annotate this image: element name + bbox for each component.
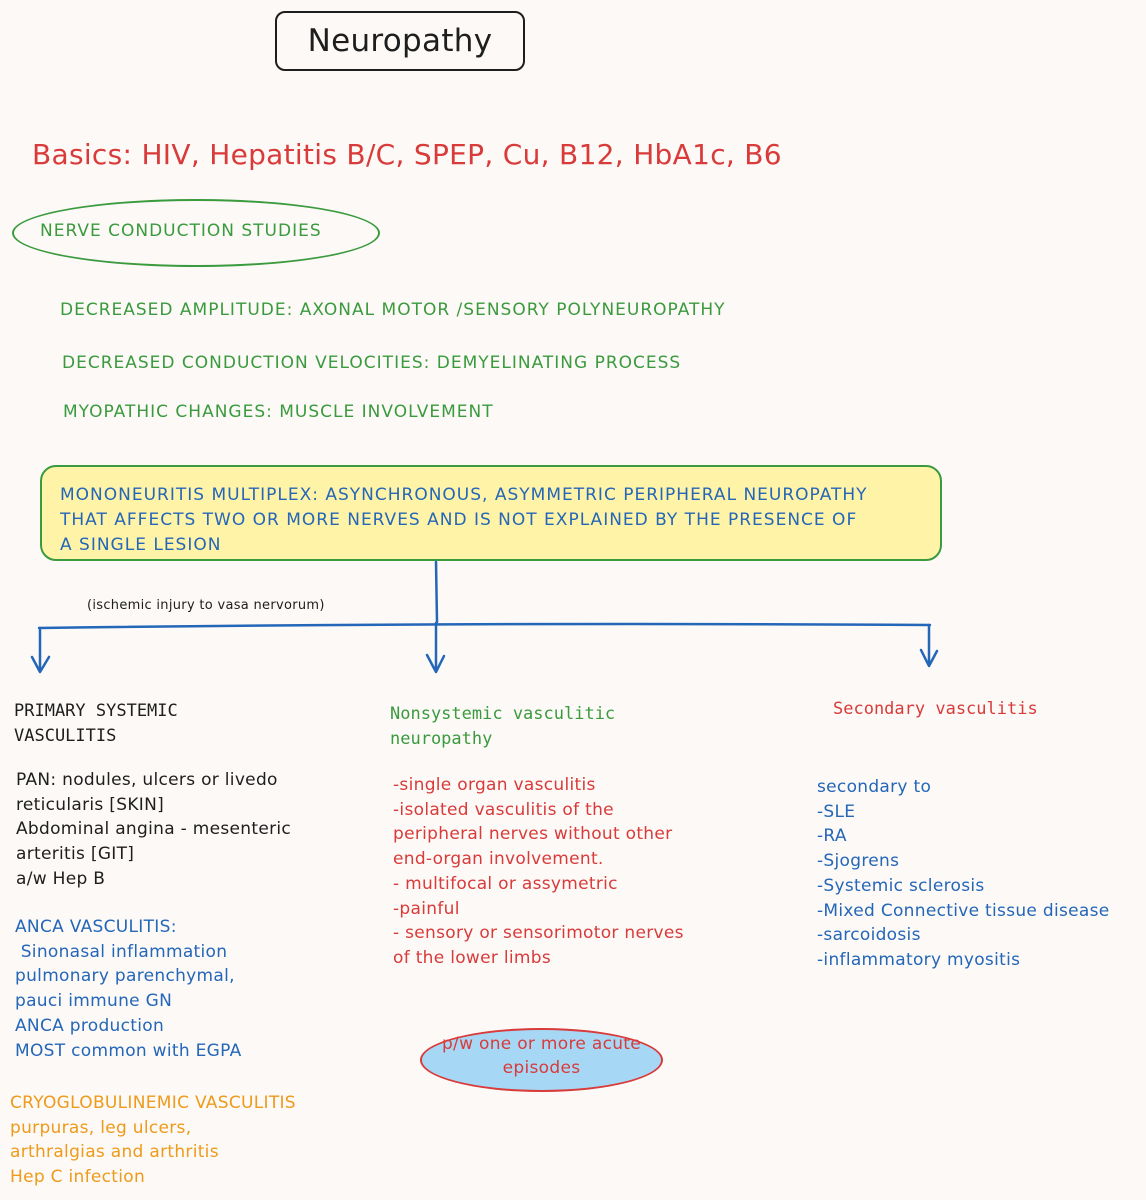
- pan-line: a/w Hep B: [16, 868, 106, 889]
- cryo-line: CRYOGLOBULINEMIC VASCULITIS: [10, 1093, 296, 1113]
- ncs-line-amplitude: DECREASED AMPLITUDE: AXONAL MOTOR /SENSO…: [60, 300, 726, 320]
- basics-line: Basics: HIV, Hepatitis B/C, SPEP, Cu, B1…: [32, 138, 782, 171]
- ncs-oval: [12, 199, 380, 267]
- secondary-line: secondary to: [817, 777, 932, 797]
- nonsystemic-line: - multifocal or assymetric: [393, 873, 618, 894]
- anca-block: ANCA VASCULITIS: Sinonasal inflammation …: [15, 915, 242, 1063]
- cryo-block: CRYOGLOBULINEMIC VASCULITIS purpuras, le…: [10, 1091, 296, 1190]
- cryo-line: Hep C infection: [10, 1167, 146, 1188]
- nonsystemic-line: -isolated vasculitis of the: [393, 799, 614, 820]
- secondary-line: -sarcoidosis: [817, 925, 921, 946]
- nonsystemic-heading-line: Nonsystemic vasculitic: [390, 704, 616, 724]
- title-box: Neuropathy: [275, 11, 525, 71]
- secondary-block: secondary to -SLE -RA -Sjogrens -Systemi…: [817, 775, 1110, 973]
- nonsystemic-line: -single organ vasculitis: [393, 775, 596, 795]
- anca-line: pulmonary parenchymal,: [15, 966, 235, 987]
- ncs-line-velocity: DECREASED CONDUCTION VELOCITIES: DEMYELI…: [62, 353, 682, 373]
- primary-heading-line: VASCULITIS: [14, 726, 117, 746]
- ncs-line-myopathic: MYOPATHIC CHANGES: MUSCLE INVOLVEMENT: [63, 402, 494, 422]
- nonsystemic-line: -painful: [393, 898, 460, 919]
- secondary-line: -Sjogrens: [817, 851, 900, 872]
- mononeuritis-line: MONONEURITIS MULTIPLEX: ASYNCHRONOUS, AS…: [60, 485, 868, 505]
- secondary-line: -inflammatory myositis: [817, 949, 1021, 970]
- nonsystemic-line: of the lower limbs: [393, 947, 552, 968]
- pan-line: reticularis [SKIN]: [16, 794, 165, 815]
- anca-line: ANCA production: [15, 1015, 165, 1036]
- mononeuritis-text: MONONEURITIS MULTIPLEX: ASYNCHRONOUS, AS…: [60, 483, 960, 558]
- primary-heading-line: PRIMARY SYSTEMIC: [14, 701, 178, 721]
- secondary-heading: Secondary vasculitis: [833, 699, 1038, 719]
- page-title: Neuropathy: [307, 23, 493, 59]
- branch-line: [37, 622, 932, 630]
- secondary-line: -SLE: [817, 801, 856, 822]
- ischemic-note: (ischemic injury to vasa nervorum): [87, 598, 325, 613]
- middle-arrow-head: [425, 653, 446, 674]
- anca-line: ANCA VASCULITIS:: [15, 917, 177, 937]
- nonsystemic-block: -single organ vasculitis -isolated vascu…: [393, 773, 684, 971]
- pan-line: arteritis [GIT]: [16, 844, 135, 865]
- anca-line: MOST common with EGPA: [15, 1040, 242, 1061]
- pan-block: PAN: nodules, ulcers or livedo reticular…: [16, 768, 291, 892]
- mononeuritis-line: A SINGLE LESION: [60, 535, 222, 555]
- trunk-line: [434, 560, 439, 624]
- nonsystemic-heading-line: neuropathy: [390, 729, 493, 749]
- pan-line: PAN: nodules, ulcers or livedo: [16, 770, 278, 790]
- nonsystemic-line: end-organ involvement.: [393, 849, 604, 870]
- right-arrow-head: [919, 648, 939, 668]
- episodes-oval: [420, 1028, 663, 1092]
- anca-line: Sinonasal inflammation: [15, 941, 228, 962]
- episodes-text: p/w one or more acute episodes: [441, 1034, 642, 1078]
- cryo-line: purpuras, leg ulcers,: [10, 1117, 192, 1138]
- secondary-line: -RA: [817, 826, 847, 847]
- pan-line: Abdominal angina - mesenteric: [16, 819, 292, 840]
- cryo-line: arthralgias and arthritis: [10, 1142, 219, 1163]
- ncs-label: NERVE CONDUCTION STUDIES: [40, 221, 322, 241]
- nonsystemic-line: peripheral nerves without other: [393, 824, 673, 845]
- anca-line: pauci immune GN: [15, 991, 173, 1012]
- mononeuritis-box: [40, 465, 942, 561]
- primary-heading: PRIMARY SYSTEMIC VASCULITIS: [14, 699, 178, 749]
- secondary-line: -Mixed Connective tissue disease: [817, 900, 1110, 921]
- nonsystemic-heading: Nonsystemic vasculitic neuropathy: [390, 702, 615, 752]
- secondary-line: -Systemic sclerosis: [817, 875, 985, 896]
- nonsystemic-line: - sensory or sensorimotor nerves: [393, 923, 684, 944]
- left-arrow-head: [30, 655, 51, 674]
- mononeuritis-line: THAT AFFECTS TWO OR MORE NERVES AND IS N…: [60, 510, 858, 530]
